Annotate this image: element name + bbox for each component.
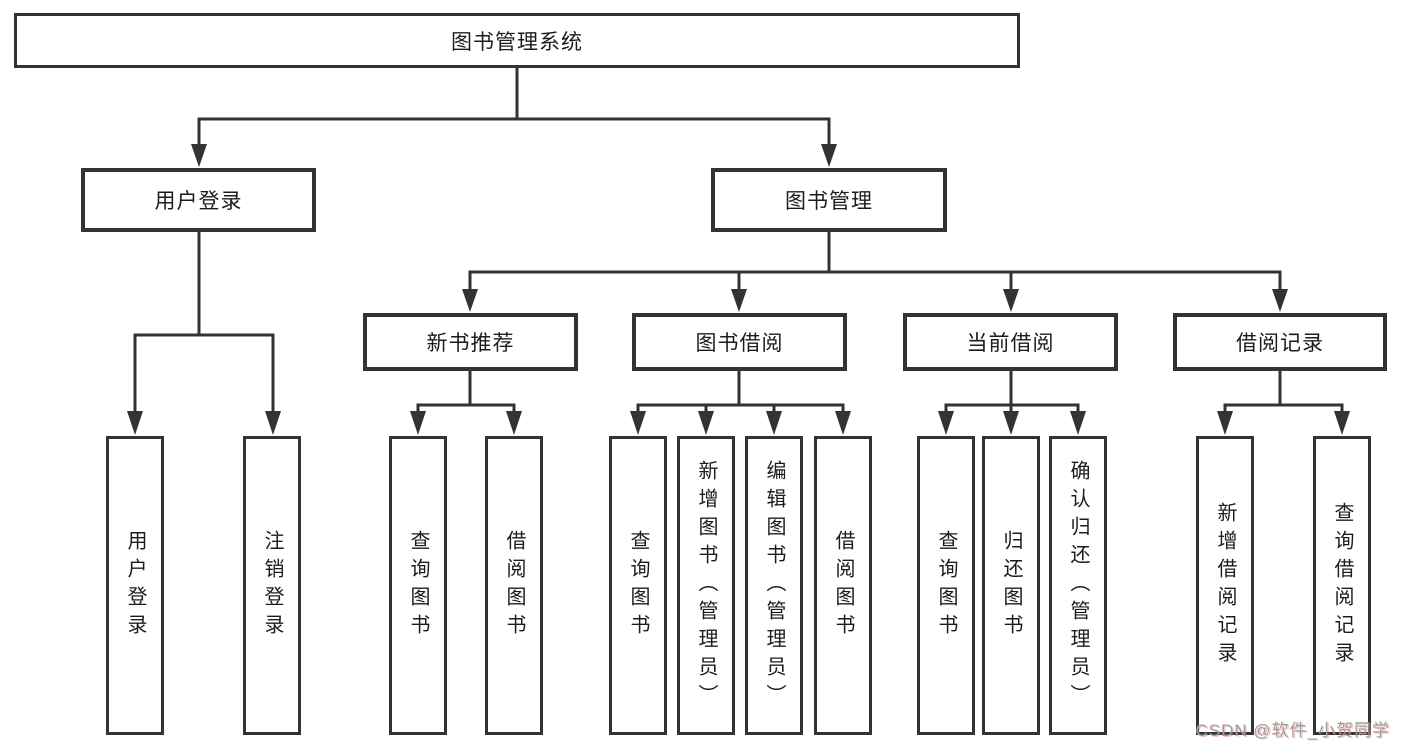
watermark: CSDN @软件_小贺同学 xyxy=(1195,721,1390,740)
leaf-logout: 注销登录 xyxy=(243,436,301,735)
node-book-management: 图书管理 xyxy=(711,168,947,232)
node-current-borrow: 当前借阅 xyxy=(903,313,1118,371)
leaf-return-books: 归还图书 xyxy=(982,436,1040,735)
leaf-user-login: 用户登录 xyxy=(106,436,164,735)
leaf-add-borrow-record: 新增借阅记录 xyxy=(1196,436,1254,735)
node-user-login: 用户登录 xyxy=(81,168,316,232)
leaf-query-books-1: 查询图书 xyxy=(389,436,447,735)
leaf-query-books-2: 查询图书 xyxy=(609,436,667,735)
leaf-query-borrow-record: 查询借阅记录 xyxy=(1313,436,1371,735)
leaf-confirm-return-admin: 确认归还（管理员） xyxy=(1049,436,1107,735)
node-root: 图书管理系统 xyxy=(14,13,1020,68)
node-borrow-records: 借阅记录 xyxy=(1173,313,1387,371)
leaf-borrow-books-1: 借阅图书 xyxy=(485,436,543,735)
leaf-add-books-admin: 新增图书（管理员） xyxy=(677,436,735,735)
leaf-query-books-3: 查询图书 xyxy=(917,436,975,735)
leaf-borrow-books-2: 借阅图书 xyxy=(814,436,872,735)
node-book-borrow: 图书借阅 xyxy=(632,313,847,371)
node-new-book-recommend: 新书推荐 xyxy=(363,313,578,371)
leaf-edit-books-admin: 编辑图书（管理员） xyxy=(745,436,803,735)
